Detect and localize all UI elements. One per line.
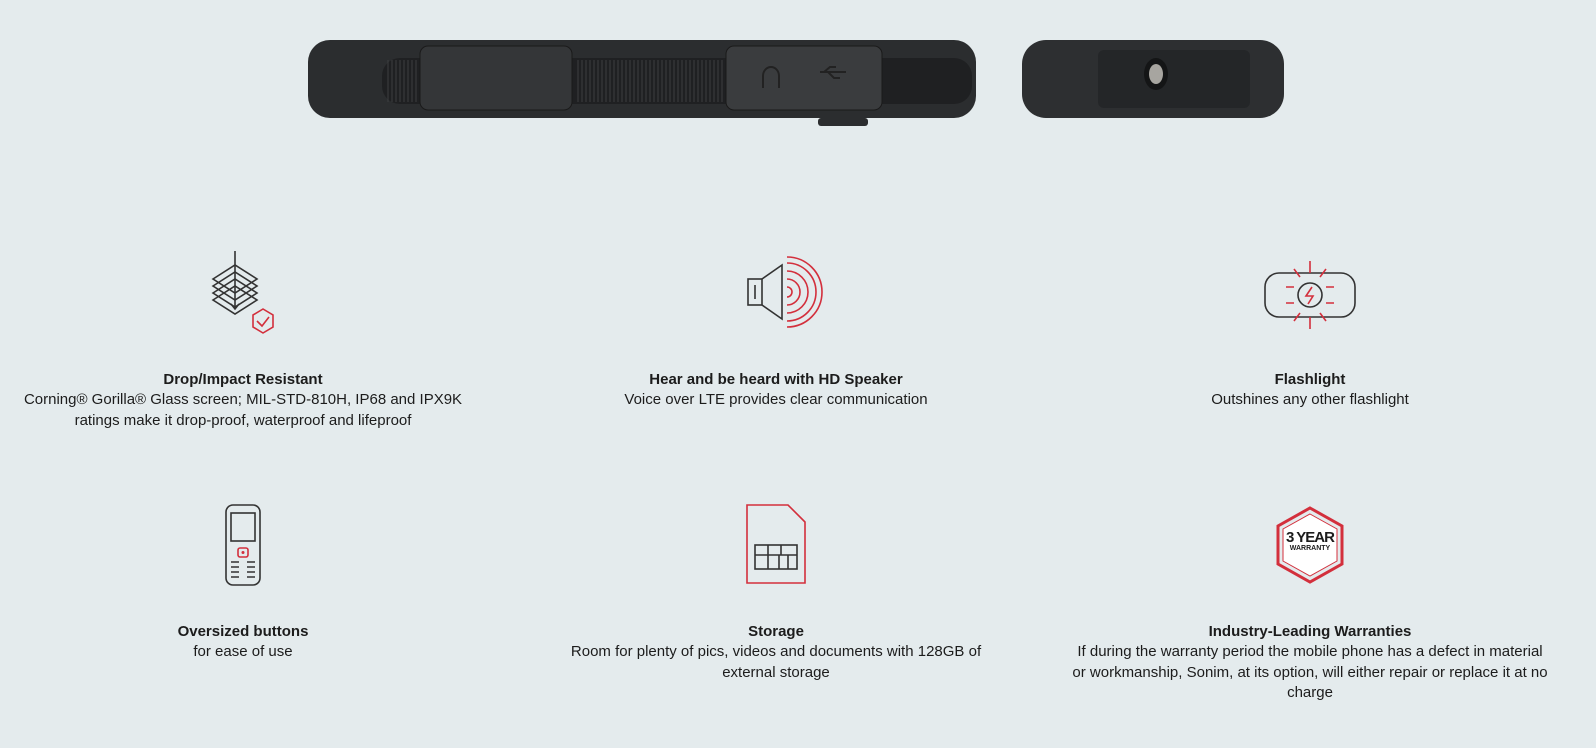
warranty-badge-icon: 3 YEAR WARRANTY xyxy=(1050,495,1570,595)
feature-title: Flashlight xyxy=(1274,371,1346,388)
layered-glass-shield-icon xyxy=(0,243,503,343)
feature-description: Voice over LTE provides clear communicat… xyxy=(624,391,928,408)
feature-description: Outshines any other flashlight xyxy=(1211,391,1409,408)
feature-title: Oversized buttons xyxy=(177,623,309,640)
feature-storage: Storage Room for plenty of pics, videos … xyxy=(516,495,1036,683)
feature-warranty: 3 YEAR WARRANTY Industry-Leading Warrant… xyxy=(1050,495,1570,704)
feature-hd-speaker: Hear and be heard with HD Speaker Voice … xyxy=(516,243,1036,411)
feature-description: for ease of use xyxy=(193,643,293,660)
warranty-badge-label: WARRANTY xyxy=(1289,545,1331,552)
feature-title: Drop/Impact Resistant xyxy=(163,371,323,388)
feature-description: Corning® Gorilla® Glass screen; MIL-STD-… xyxy=(23,391,463,429)
speaker-icon xyxy=(516,243,1036,343)
feature-flashlight: Flashlight Outshines any other flashligh… xyxy=(1050,243,1570,411)
phone-bottom-view-image xyxy=(1022,40,1284,118)
feature-title: Storage xyxy=(748,623,804,640)
warranty-badge-years: 3 YEAR xyxy=(1286,529,1335,546)
feature-oversized-buttons: Oversized buttons for ease of use xyxy=(0,495,503,663)
headphone-port-icon xyxy=(762,66,780,88)
phone-side-view-image xyxy=(308,40,976,126)
feature-drop-resistant: Drop/Impact Resistant Corning® Gorilla® … xyxy=(0,243,503,431)
feature-phone-icon xyxy=(0,495,503,595)
sd-card-icon xyxy=(516,495,1036,595)
feature-description: If during the warranty period the mobile… xyxy=(1072,643,1548,701)
feature-title: Industry-Leading Warranties xyxy=(1208,623,1412,640)
feature-title: Hear and be heard with HD Speaker xyxy=(649,371,903,388)
usb-port-icon xyxy=(820,66,846,79)
feature-description: Room for plenty of pics, videos and docu… xyxy=(570,643,982,681)
flashlight-icon xyxy=(1050,243,1570,343)
